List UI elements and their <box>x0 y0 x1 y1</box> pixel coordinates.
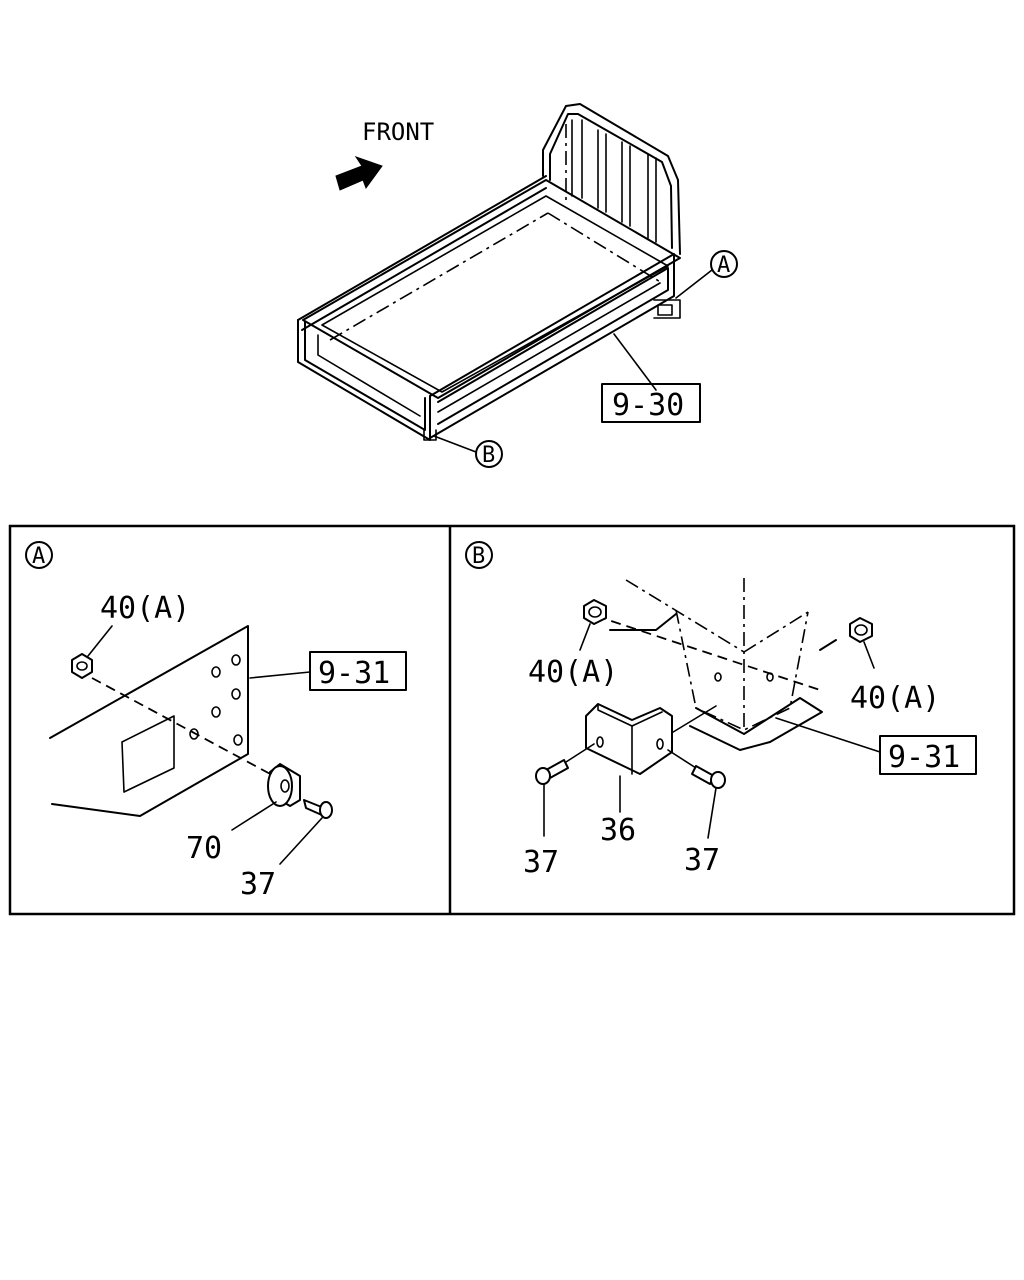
ref-9-31-a-label: 9-31 <box>318 656 390 691</box>
front-label: FRONT <box>362 118 434 146</box>
nut-40a-left-label: 40(A) <box>528 655 618 690</box>
bracket-icon <box>585 703 673 775</box>
bolt-icon <box>303 799 333 819</box>
front-arrow-icon <box>335 156 383 191</box>
spacer-70-label: 70 <box>186 831 222 866</box>
detail-b-header: B <box>472 544 485 569</box>
callout-a: A <box>717 253 730 278</box>
detail-a-panel: A 40(A) 70 37 <box>25 541 407 902</box>
detail-b-panel: B 40(A) 40(A) <box>465 541 977 880</box>
bolt-37-left-label: 37 <box>523 845 559 880</box>
ref-9-30-label: 9-30 <box>612 388 684 423</box>
nut-icon <box>71 653 93 679</box>
bolt-icon <box>535 759 569 785</box>
spacer-icon <box>267 763 301 807</box>
nut-40a-label: 40(A) <box>100 591 190 626</box>
detail-a-header: A <box>32 544 45 569</box>
detail-panels-frame <box>8 524 1016 916</box>
ref-box-9-30[interactable] <box>601 383 701 423</box>
bolt-37-label: 37 <box>240 867 276 902</box>
nut-40a-right-label: 40(A) <box>850 681 940 716</box>
truck-body-drawing: FRONT <box>297 103 738 468</box>
bracket-36-label: 36 <box>600 813 636 848</box>
ref-box-9-31-b[interactable] <box>879 735 977 775</box>
ref-9-31-b-label: 9-31 <box>888 740 960 775</box>
callout-b: B <box>482 443 495 468</box>
bolt-37-right-label: 37 <box>684 843 720 878</box>
nut-icon <box>583 599 607 625</box>
nut-icon <box>849 617 873 643</box>
ref-box-9-31-a[interactable] <box>309 651 407 691</box>
bolt-icon <box>691 765 726 789</box>
